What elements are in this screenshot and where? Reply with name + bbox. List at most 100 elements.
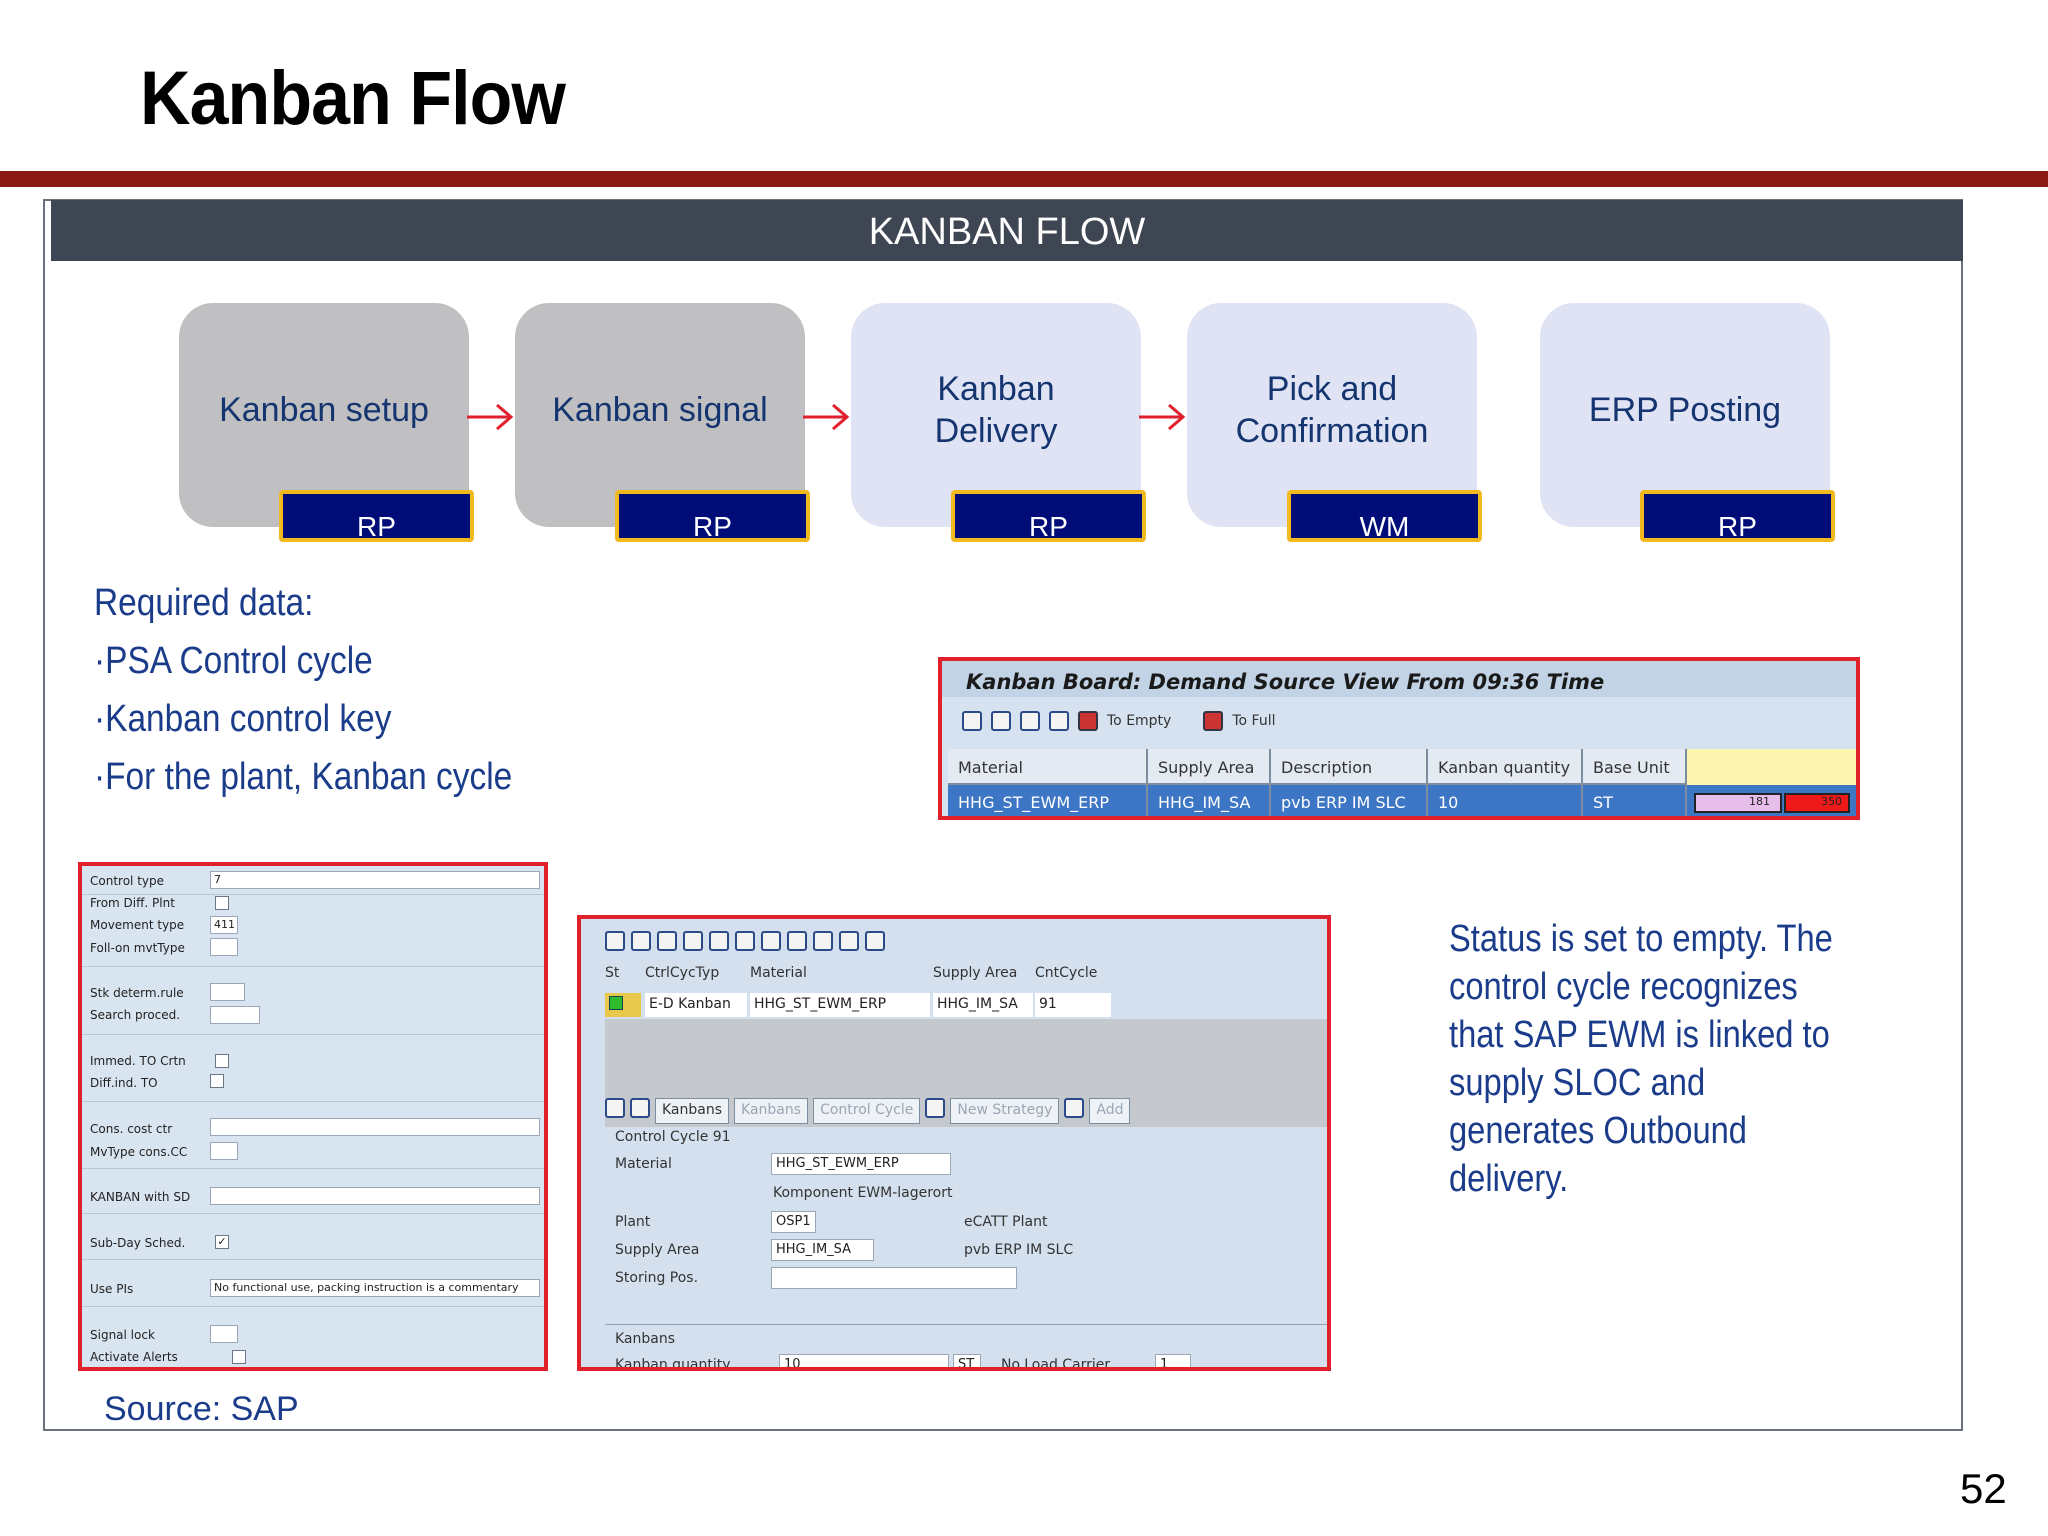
document-icon[interactable] [761, 931, 781, 951]
save-icon [1203, 711, 1224, 731]
storing-position-field[interactable] [771, 1267, 1017, 1289]
title-divider [0, 171, 2048, 187]
flow-step-kanban-setup: Kanban setup [179, 303, 469, 527]
table-cell[interactable]: 10 [1428, 785, 1581, 816]
flow-step-label: ERP Posting [1588, 391, 1782, 429]
detail-toolbar: Kanbans Kanbans Control Cycle New Strate… [605, 1098, 1131, 1124]
plant-description: eCATT Plant [964, 1214, 1048, 1230]
list-icon[interactable] [1064, 1098, 1085, 1118]
field-label: KANBAN with SD [90, 1190, 191, 1204]
spreadsheet-icon[interactable] [813, 931, 833, 951]
table-cell[interactable]: HHG_ST_EWM_ERP [750, 993, 930, 1017]
material-description: Komponent EWM-lagerort [773, 1185, 953, 1201]
field-label: Storing Pos. [615, 1270, 699, 1286]
column-header[interactable]: CntCycle [1035, 965, 1098, 981]
print-icon[interactable] [631, 931, 651, 951]
column-header[interactable]: Supply Area [1148, 749, 1269, 785]
field-label: Foll-on mvtType [90, 941, 185, 955]
edit-icon[interactable] [865, 931, 885, 951]
cost-center-field[interactable] [210, 1118, 540, 1136]
slide-title: Kanban Flow [140, 56, 566, 141]
export-icon[interactable] [709, 931, 729, 951]
field-label: Signal lock [90, 1328, 155, 1342]
column-header[interactable]: Base Unit [1583, 749, 1685, 785]
find-icon[interactable] [605, 931, 625, 951]
flow-arrow-icon [1139, 403, 1186, 431]
stock-determ-field[interactable] [210, 983, 245, 1001]
module-tag: RP [1640, 490, 1835, 542]
control-cycle-toolbar [605, 931, 885, 959]
control-type-field[interactable]: 7 [210, 871, 540, 889]
table-cell[interactable]: pvb ERP IM SLC [1271, 785, 1426, 816]
table-cell[interactable]: E-D Kanban [645, 993, 747, 1017]
mvtype-cons-field[interactable] [210, 1142, 238, 1160]
diff-ind-to-checkbox[interactable] [210, 1074, 224, 1088]
to-empty-button[interactable]: To Empty [1107, 713, 1172, 729]
kanban-cell-full[interactable]: 350 [1784, 793, 1850, 813]
view-icon[interactable] [839, 931, 859, 951]
column-header[interactable]: St [605, 965, 620, 981]
flow-step-label: Kanban setup [219, 391, 429, 429]
refresh-icon[interactable] [962, 711, 982, 731]
folder-icon[interactable] [605, 1098, 625, 1118]
immediate-to-checkbox[interactable] [215, 1054, 229, 1068]
new-strategy-button[interactable]: New Strategy [950, 1098, 1060, 1124]
activate-alerts-checkbox[interactable] [232, 1350, 246, 1364]
kanbans-disabled-button[interactable]: Kanbans [734, 1098, 809, 1124]
column-header[interactable]: CtrlCycTyp [645, 965, 720, 981]
control-cycle-button[interactable]: Control Cycle [813, 1098, 921, 1124]
column-header[interactable]: Description [1271, 749, 1426, 785]
flow-arrow-icon [467, 403, 514, 431]
movement-type-field[interactable]: 411 [210, 916, 238, 934]
source-note: Source: SAP [104, 1390, 299, 1428]
kanban-cell-empty[interactable]: 181 [1694, 793, 1782, 813]
kanbans-button[interactable]: Kanbans [655, 1098, 730, 1124]
table-cell[interactable]: 91 [1035, 993, 1111, 1017]
column-header[interactable]: Kanban quantity [1428, 749, 1581, 785]
column-header[interactable]: Material [750, 965, 807, 981]
layout-icon[interactable] [735, 931, 755, 951]
flow-step-label: Pick and Confirmation [1235, 370, 1429, 450]
kanban-status-cells: 181 350 [1687, 785, 1856, 816]
delete-icon[interactable] [630, 1098, 650, 1118]
kanban-sd-field[interactable] [210, 1187, 540, 1205]
from-diff-plant-checkbox[interactable] [215, 896, 229, 910]
material-field[interactable]: HHG_ST_EWM_ERP [771, 1153, 951, 1175]
copy-icon[interactable] [787, 931, 807, 951]
sum-icon[interactable] [683, 931, 703, 951]
field-label: Plant [615, 1214, 651, 1230]
unit-field[interactable]: ST [953, 1354, 981, 1367]
kanban-board-title: Kanban Board: Demand Source View From 09… [942, 661, 1856, 697]
use-pis-select[interactable]: No functional use, packing instruction i… [210, 1279, 540, 1297]
flow-banner: KANBAN FLOW [51, 200, 1963, 261]
flow-step-erp-posting: ERP Posting [1540, 303, 1830, 527]
add-button[interactable]: Add [1089, 1098, 1131, 1124]
status-icon[interactable] [605, 993, 641, 1017]
supply-area-field[interactable]: HHG_IM_SA [771, 1239, 874, 1261]
field-label: Stk determ.rule [90, 986, 184, 1000]
plant-field[interactable]: OSP1 [771, 1211, 816, 1233]
to-full-button[interactable]: To Full [1232, 713, 1276, 729]
table-cell[interactable]: HHG_IM_SA [933, 993, 1033, 1017]
zoom-out-icon[interactable] [1049, 711, 1069, 731]
signal-lock-field[interactable] [210, 1325, 238, 1343]
column-header[interactable]: Supply Area [933, 965, 1018, 981]
kanban-quantity-field[interactable]: 10 [779, 1354, 949, 1367]
column-header[interactable]: Material [948, 749, 1146, 785]
sub-day-sched-checkbox[interactable]: ✓ [215, 1235, 229, 1249]
status-explanation: Status is set to empty. The control cycl… [1449, 918, 1833, 1200]
table-cell[interactable]: HHG_ST_EWM_ERP [948, 785, 1146, 816]
field-label: Activate Alerts [90, 1350, 178, 1364]
search-procedure-field[interactable] [210, 1006, 260, 1024]
zoom-in-icon[interactable] [1020, 711, 1040, 731]
filter-icon[interactable] [657, 931, 677, 951]
follow-on-mvt-field[interactable] [210, 938, 238, 956]
load-carrier-field[interactable]: 1 [1155, 1354, 1191, 1367]
table-icon[interactable] [925, 1098, 946, 1118]
table-cell[interactable]: ST [1583, 785, 1685, 816]
field-label: Immed. TO Crtn [90, 1054, 186, 1068]
flow-step-label: Kanban signal [552, 391, 768, 429]
field-label: MvType cons.CC [90, 1145, 188, 1159]
table-cell[interactable]: HHG_IM_SA [1148, 785, 1269, 816]
grid-icon[interactable] [991, 711, 1011, 731]
